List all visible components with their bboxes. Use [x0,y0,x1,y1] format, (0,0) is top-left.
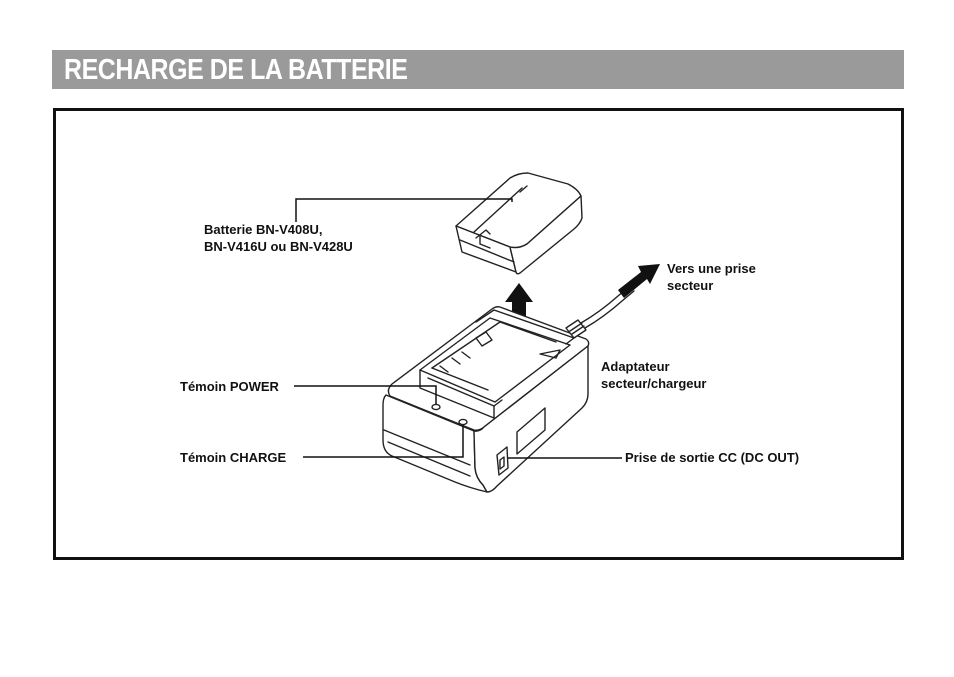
charge-lamp-label: Témoin CHARGE [180,450,287,465]
arrow-to-outlet-icon [618,264,660,298]
charge-leader [303,425,464,458]
charge-led-icon [458,418,468,426]
page-title: RECHARGE DE LA BATTERIE [64,54,408,86]
adapter-label-line2: secteur/chargeur [601,376,707,391]
outlet-label-line1: Vers une prise [667,261,756,276]
title-bar: RECHARGE DE LA BATTERIE [52,50,904,89]
power-leader [294,385,437,404]
outlet-label-line2: secteur [667,278,714,293]
power-led-icon [431,403,441,411]
dc-out-label: Prise de sortie CC (DC OUT) [625,450,800,465]
outlet-label: Vers une prise secteur [667,260,756,294]
battery-pack [455,172,583,275]
adapter-label: Adaptateur secteur/chargeur [601,358,707,392]
charger-body [382,306,590,493]
power-cable [580,285,635,329]
power-lamp-label: Témoin POWER [180,379,279,394]
adapter-label-line1: Adaptateur [601,359,670,374]
battery-label-line2: BN-V416U ou BN-V428U [204,239,353,254]
battery-leader [295,198,513,222]
illustration-frame [53,108,904,560]
battery-label: Batterie BN-V408U, BN-V416U ou BN-V428U [204,221,353,255]
battery-label-line1: Batterie BN-V408U, [204,222,323,237]
